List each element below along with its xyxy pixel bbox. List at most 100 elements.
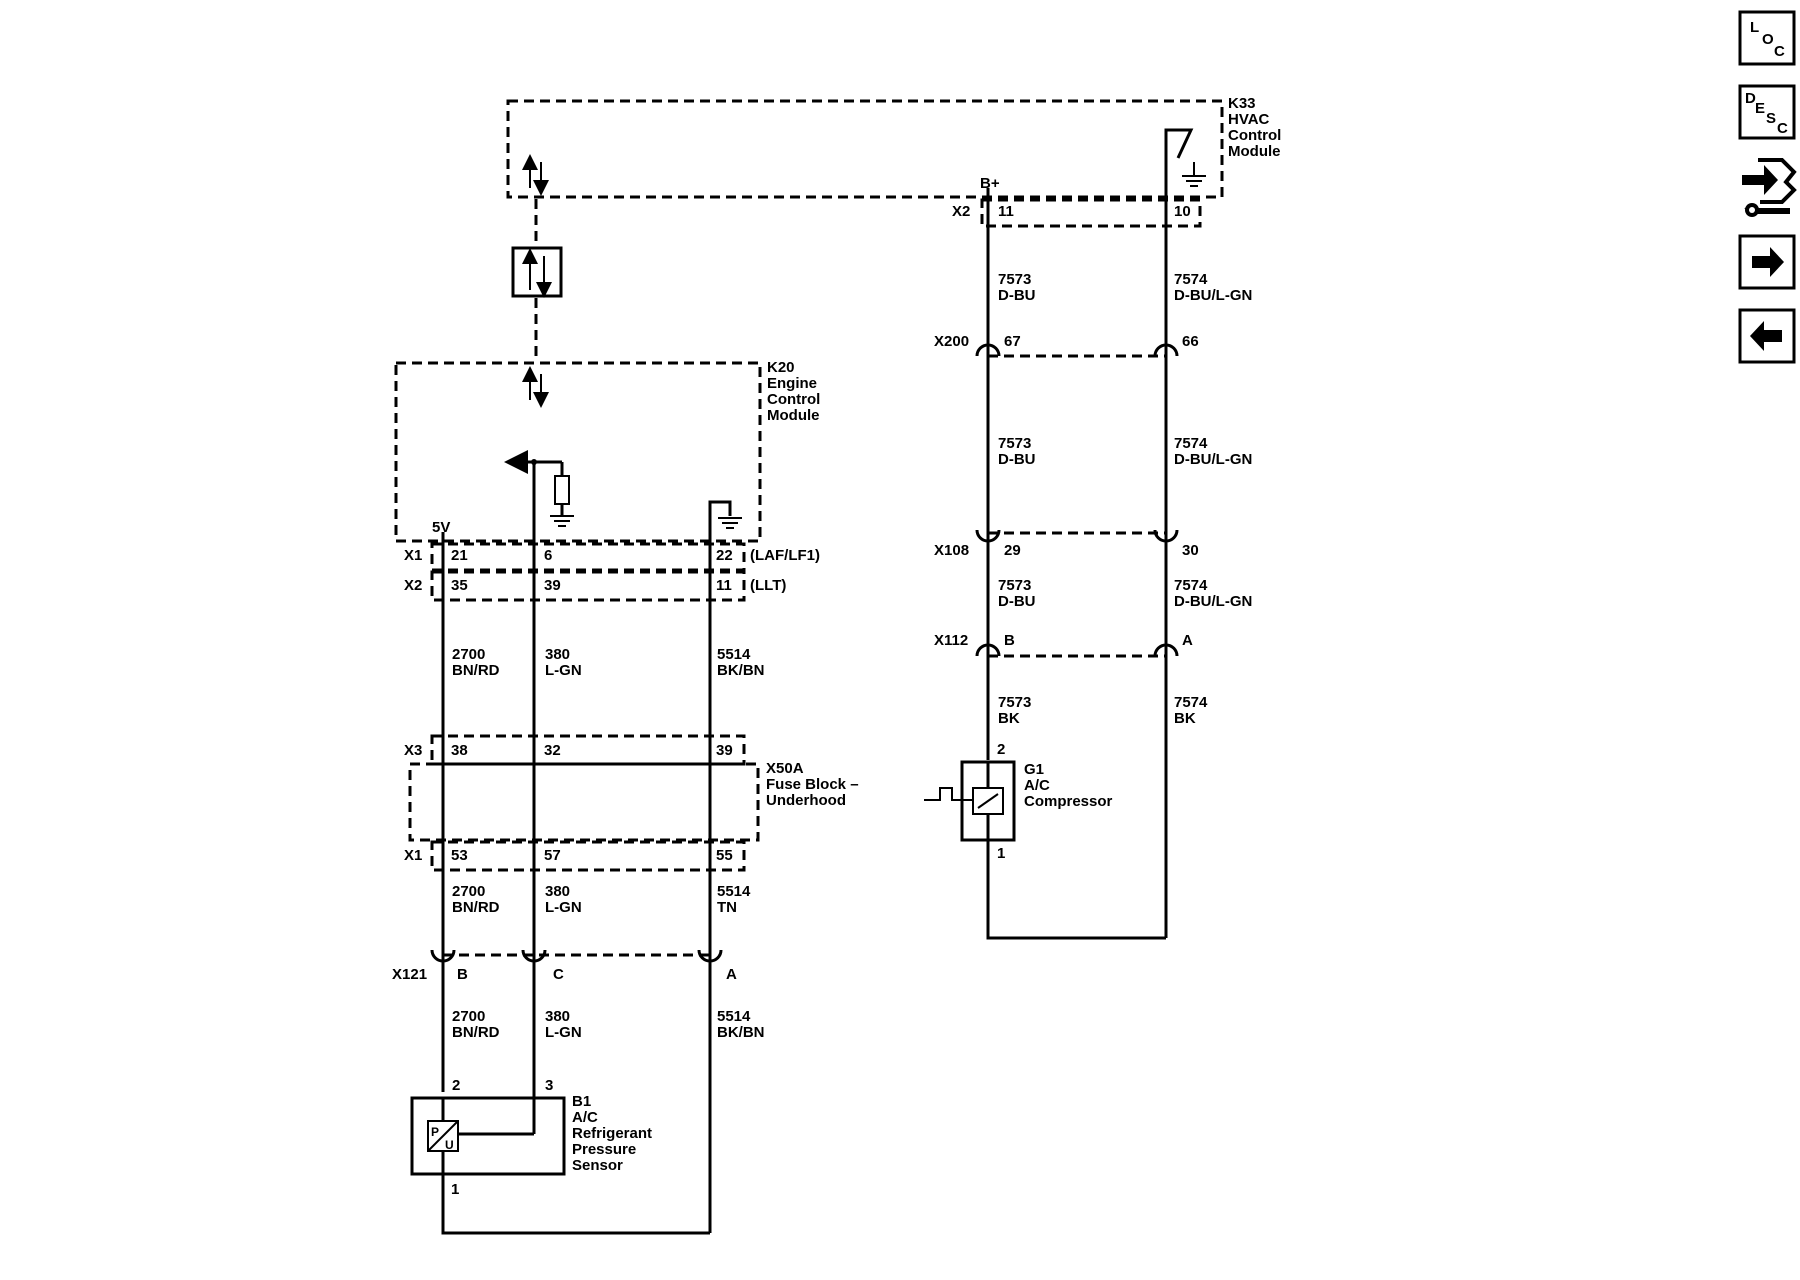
g1-line2: Compressor [1024,793,1113,810]
b1-line1: A/C [572,1109,598,1126]
x121-pin-c: C [553,966,564,983]
b1-line4: Sensor [572,1157,623,1174]
x50a-x1-label: X1 [404,847,422,864]
k20-x1-label: X1 [404,547,422,564]
serial-data-icon [522,154,549,196]
x112-label: X112 [934,632,968,649]
k33-x2-pin11: 11 [998,203,1014,220]
k20-x1-pin6: 6 [544,547,552,564]
k20-module-box [394,361,762,543]
g1-return-wire [986,840,1166,940]
wire-5514-c-color: BK/BN [717,1024,765,1041]
wire-7574-a-num: 7574 [1174,271,1208,288]
serial-data-link-box [511,246,563,298]
x50a-x1-connector [430,840,746,872]
wire-7574-a-color: D-BU/L-GN [1174,287,1252,304]
wire-2700-a-num: 2700 [452,646,485,663]
x3-pin39: 39 [716,742,733,759]
b1-label: B1 A/C Refrigerant Pressure Sensor [572,1093,652,1174]
k33-line3: Module [1228,143,1281,160]
x108-pin30: 30 [1182,542,1199,559]
wire-5514-c-num: 5514 [717,1008,751,1025]
arrow-right-icon [1752,247,1784,277]
x3-pin38: 38 [451,742,468,759]
b1-sensor-box [410,1096,566,1176]
loc-mid-letter: O [1762,31,1774,48]
wire-380-c-color: L-GN [545,1024,582,1041]
b1-pin2: 2 [452,1077,460,1094]
k20-x2-label: X2 [404,577,422,594]
location-button[interactable]: L O C [1738,10,1796,66]
x50a-x1-pin57: 57 [544,847,561,864]
x50a-x3-connector [430,734,746,766]
wire-7573-d-color: BK [998,710,1020,727]
x121-pin-b: B [457,966,468,983]
g1-pin1: 1 [997,845,1005,862]
b1-id: B1 [572,1093,591,1110]
wire-7573-b-num: 7573 [998,435,1031,452]
k20-x1-connector [430,542,746,572]
b1-ground-return-wire [441,1174,710,1235]
next-page-button[interactable] [1738,234,1796,290]
wire-7573-b-color: D-BU [998,451,1036,468]
pressure-sensor-icon: P U [427,1120,459,1152]
connector-wrench-icon[interactable] [1742,158,1797,217]
k20-signal-circuit [504,450,574,527]
wire-7574-c-color: D-BU/L-GN [1174,593,1252,610]
wire-5514-b-num: 5514 [717,883,751,900]
b1-pin1: 1 [451,1181,459,1198]
k20-line2: Control [767,391,820,408]
x50a-fuse-block-box [408,762,760,842]
b1-line3: Pressure [572,1141,636,1158]
x200-pin67: 67 [1004,333,1021,350]
k20-low-reference-ground [708,500,742,560]
k33-x2-label: X2 [952,203,970,220]
x200-pin66: 66 [1182,333,1199,350]
k20-id: K20 [767,359,795,376]
k20-x2-connector [430,570,746,602]
previous-page-button[interactable] [1738,308,1796,364]
b1-line2: Refrigerant [572,1125,652,1142]
k20-x1-note: (LAF/LF1) [750,547,820,564]
x200-label: X200 [934,333,969,350]
k20-label: K20 Engine Control Module [767,359,820,424]
desc-bot-letter: C [1777,120,1788,137]
wire-380-a-color: L-GN [545,662,582,679]
x50a-x1-pin53: 53 [451,847,468,864]
wire-7573-c-num: 7573 [998,577,1031,594]
wire-7574-c-num: 7574 [1174,577,1208,594]
description-button[interactable]: D E S C [1738,84,1796,140]
wire-5514-a-num: 5514 [717,646,751,663]
wire-2700-a-color: BN/RD [452,662,500,679]
wire-7573-a-color: D-BU [998,287,1036,304]
wire-7573-d-num: 7573 [998,694,1031,711]
k20-x1-pin21: 21 [451,547,468,564]
k20-x2-pin35: 35 [451,577,468,594]
x121-pin-a: A [726,966,737,983]
x3-label: X3 [404,742,422,759]
x50a-id: X50A [766,760,804,777]
b1-symbol-p: P [431,1125,439,1139]
wire-2700-c-num: 2700 [452,1008,485,1025]
wire-380-b-num: 380 [545,883,570,900]
k33-id: K33 [1228,95,1256,112]
k33-line1: HVAC [1228,111,1270,128]
wire-5514-b-color: TN [717,899,737,916]
x108-pin29: 29 [1004,542,1021,559]
wire-380-a-num: 380 [545,646,570,663]
wire-2700-b-color: BN/RD [452,899,500,916]
x50a-line1: Fuse Block – [766,776,859,793]
x121-label: X121 [392,966,427,983]
wire-7574-d-color: BK [1174,710,1196,727]
k20-serial-data-icon [522,366,549,408]
g1-line1: A/C [1024,777,1050,794]
bplus-label: B+ [980,175,1000,192]
five-volt-label: 5V [432,519,450,536]
x112-pin-b: B [1004,632,1015,649]
k20-x2-note: (LLT) [750,577,786,594]
k33-x2-pin10: 10 [1174,203,1191,220]
x121-connector [430,949,723,963]
wire-5514-a-color: BK/BN [717,662,765,679]
x108-connector [975,529,1179,543]
